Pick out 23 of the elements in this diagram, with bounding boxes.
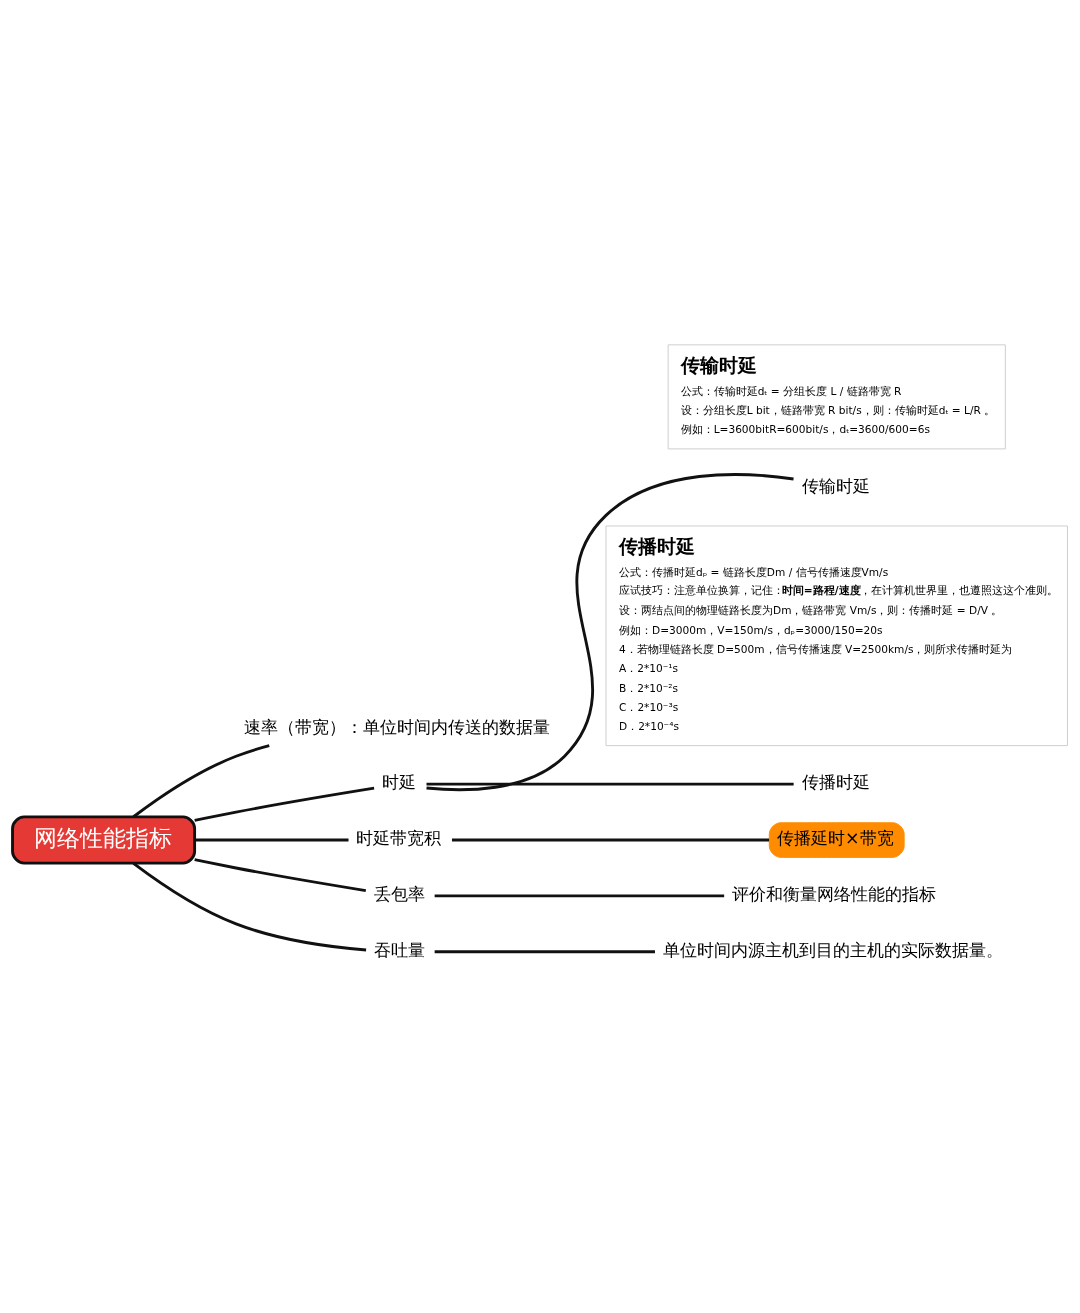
- node-text: 传输时延: [801, 475, 870, 496]
- connector: [132, 861, 367, 951]
- connector: [426, 782, 794, 786]
- connector: [434, 949, 655, 953]
- node-text: 吞吐量: [373, 939, 425, 960]
- node-box: 网络性能指标: [11, 815, 197, 865]
- connector: [132, 743, 270, 818]
- node-text: 速率（带宽）：单位时间内传送的数据量: [243, 716, 550, 737]
- node-text: 传播时延: [801, 771, 870, 792]
- node-text: 时延带宽积: [356, 827, 442, 848]
- node-text: 评价和衡量网络性能的指标: [732, 883, 937, 904]
- connector: [451, 838, 770, 841]
- node-box: 传输时延 公式：传输时延dₜ = 分组长度 L / 链路带宽 R 设：分组长度L bit，链路带宽 R bit/s，则：传输时延dₜ = L/R 。 例如：L=3600bitR=600bit/s，dₜ=3600/600=6s: [667, 343, 1006, 449]
- node-text: 时延: [382, 771, 417, 792]
- node-box: 传播时延 公式：传播时延dₚ = 链路长度Dm / 信号传播速度Vm/s 应试技巧：注意单位换算，记住：时间=路程/速度，在计算机世界里，也遵照这这个准则。 设：两结点间的物理链路长度为Dm，链路带宽 Vm/s，则：传播时延 = D/V 。 例如：D=3000m，V=150m/s，dₚ=3000/150=20s 4．若物理链路长度 D=500m，信号传播速度 V=2500km/s，则所求传播时延为 A．2*10⁻¹s B．2*10⁻²s C．2*10⁻³s D．2*10⁻⁴s: [605, 525, 1068, 746]
- connector: [195, 838, 349, 841]
- node-text: 丢包率: [373, 883, 425, 904]
- node-box: 传播延时×带宽: [768, 821, 905, 858]
- connector: [434, 894, 725, 897]
- node-text: 单位时间内源主机到目的主机的实际数据量。: [662, 939, 1003, 960]
- connector: [194, 786, 375, 822]
- connector: [194, 857, 367, 892]
- connector: [426, 472, 794, 791]
